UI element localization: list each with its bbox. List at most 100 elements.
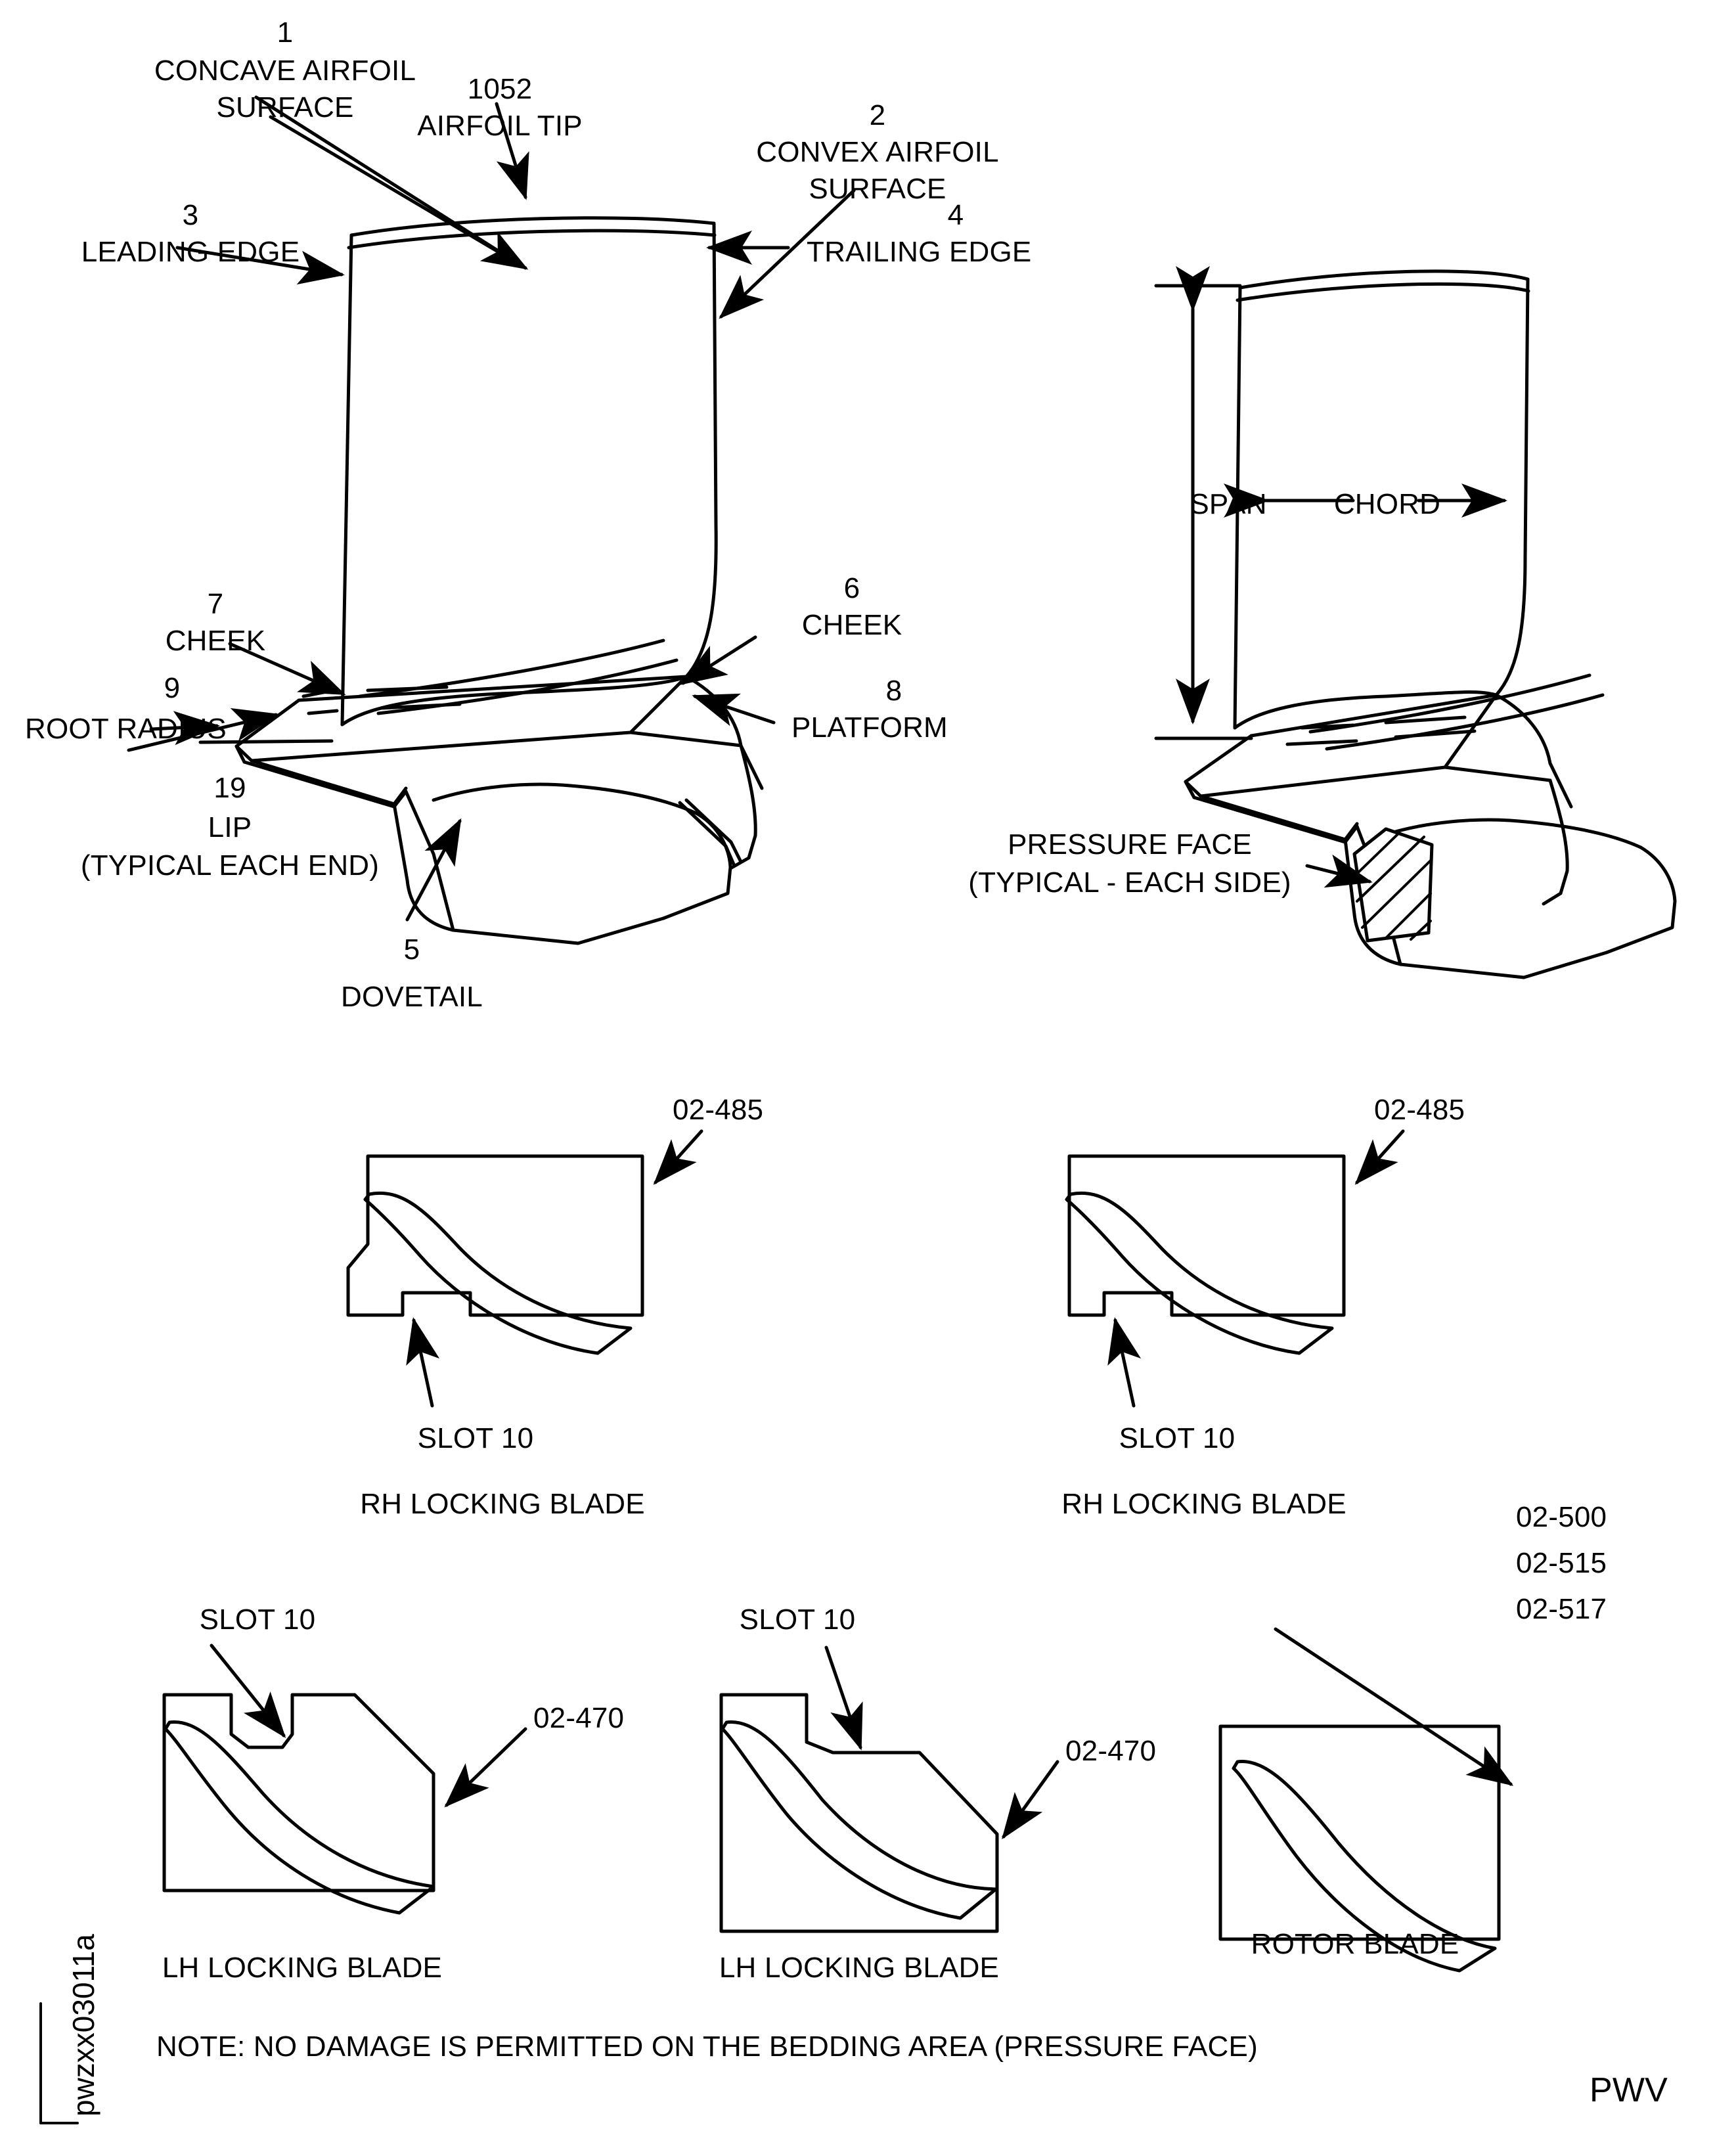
leader-platform bbox=[692, 693, 776, 727]
leader-dovetail bbox=[405, 818, 462, 922]
lh-left-outline bbox=[162, 1693, 435, 1892]
dim-dovetail-top-curve bbox=[1381, 818, 1643, 849]
dim-dovetail-left-inner bbox=[1355, 824, 1402, 966]
main-blade-tip-top bbox=[349, 216, 716, 237]
platform-thickness-left bbox=[234, 744, 246, 764]
fillet-curve-2 bbox=[376, 658, 679, 715]
dim-dovetail-bottom bbox=[1398, 951, 1609, 979]
dim-platform-thickness bbox=[1184, 780, 1196, 799]
callout-platform-label: PLATFORM bbox=[791, 711, 948, 744]
rh-right-pn-leader bbox=[1354, 1129, 1405, 1185]
rotor-outline bbox=[1218, 1724, 1501, 1941]
callout-root-label: ROOT RADIUS bbox=[25, 713, 227, 745]
platform-dash-c bbox=[307, 709, 339, 715]
dovetail-bottom bbox=[451, 916, 665, 945]
lh-left-slot-label: SLOT 10 bbox=[199, 1603, 316, 1636]
dovetail-right-face bbox=[661, 811, 732, 920]
lh-mid-pn-leader bbox=[1002, 1760, 1059, 1840]
dovetail-top-curve bbox=[432, 782, 698, 815]
rh-right-caption: RH LOCKING BLADE bbox=[1061, 1488, 1347, 1520]
rh-left-outline bbox=[346, 1154, 644, 1317]
callout-dovetail-label: DOVETAIL bbox=[341, 981, 483, 1013]
callout-lip-number: 19 bbox=[213, 772, 246, 804]
callout-convex-number: 2 bbox=[869, 99, 886, 131]
rh-right-airfoil bbox=[1065, 1191, 1334, 1355]
platform-top-face bbox=[250, 675, 688, 763]
unused bbox=[525, 197, 678, 256]
lh-mid-slot-leader bbox=[824, 1646, 863, 1751]
rh-left-slot-label: SLOT 10 bbox=[417, 1422, 534, 1454]
callout-cheek6-number: 6 bbox=[843, 572, 860, 604]
dim-dovetail-left bbox=[1343, 838, 1402, 966]
rotor-caption: ROTOR BLADE bbox=[1251, 1928, 1459, 1960]
rh-left-caption: RH LOCKING BLADE bbox=[360, 1488, 645, 1520]
dim-blade-trailing-edge bbox=[1494, 277, 1530, 697]
callout-convex-line2: SURFACE bbox=[809, 173, 946, 205]
lh-left-slot-leader bbox=[210, 1644, 286, 1738]
main-blade-trailing-edge bbox=[684, 221, 718, 679]
dovetail-ridge-a bbox=[678, 801, 736, 868]
section-rotor-blade bbox=[1218, 1627, 1514, 1973]
dim-fillet-1 bbox=[1308, 673, 1591, 734]
lh-left-part-number: 02-470 bbox=[533, 1702, 625, 1734]
lh-left-pn-leader bbox=[444, 1727, 527, 1808]
lh-middle-part-number: 02-470 bbox=[1065, 1735, 1157, 1767]
callout-lip-sublabel: (TYPICAL EACH END) bbox=[80, 849, 380, 882]
rh-right-slot-leader bbox=[1107, 1317, 1142, 1408]
dim-platform-top bbox=[1199, 693, 1498, 798]
section-lh-left bbox=[162, 1644, 527, 1915]
platform-front-corner bbox=[392, 786, 408, 806]
rotor-pn-leader bbox=[1274, 1627, 1514, 1786]
rh-left-pn-leader bbox=[653, 1129, 703, 1185]
callout-concave-line1: CONCAVE AIRFOIL bbox=[154, 55, 416, 87]
leader-pressure-face bbox=[1305, 854, 1373, 888]
pressure-face-region bbox=[1352, 827, 1434, 943]
platform-right-edge bbox=[629, 730, 743, 748]
callout-trailing-label: TRAILING EDGE bbox=[807, 236, 1032, 268]
dim-platform-right-sweep bbox=[1494, 693, 1573, 809]
platform-left-edge bbox=[234, 698, 396, 806]
diagram-note: NOTE: NO DAMAGE IS PERMITTED ON THE BEDD… bbox=[156, 2030, 1258, 2063]
callout-cheek7-label: CHEEK bbox=[165, 625, 266, 657]
lh-mid-airfoil bbox=[721, 1720, 998, 1920]
dovetail-left-face bbox=[392, 802, 455, 932]
sheet-code: pwzxx03011a bbox=[66, 1934, 100, 2116]
callout-convex-line1: CONVEX AIRFOIL bbox=[756, 136, 999, 168]
rotor-part-number-2: 02-515 bbox=[1516, 1547, 1607, 1579]
dim-platform-front-corner bbox=[1343, 822, 1359, 841]
fillet-curve-1 bbox=[358, 638, 665, 698]
callout-trailing-number: 4 bbox=[947, 199, 964, 231]
dim-platform-back bbox=[1249, 693, 1498, 738]
platform-right-sweep bbox=[684, 675, 764, 790]
callout-concave-line2: SURFACE bbox=[216, 91, 354, 123]
rotor-part-number-1: 02-500 bbox=[1516, 1501, 1607, 1533]
dovetail-ridge-b bbox=[684, 798, 743, 864]
callout-cheek6-label: CHEEK bbox=[801, 609, 902, 641]
chord-label: CHORD bbox=[1333, 488, 1441, 520]
dim-dovetail-right bbox=[1605, 845, 1677, 954]
rh-left-airfoil bbox=[363, 1191, 633, 1355]
platform-back-edge bbox=[297, 675, 688, 702]
rh-left-part-number: 02-485 bbox=[673, 1094, 764, 1126]
main-blade-leading-edge bbox=[340, 233, 353, 727]
platform-dash-a bbox=[301, 690, 328, 698]
dim-fillet-2 bbox=[1325, 693, 1605, 751]
dim-blade-tip-top bbox=[1238, 269, 1530, 290]
callout-platform-number: 8 bbox=[885, 675, 902, 707]
rh-right-outline bbox=[1067, 1154, 1346, 1317]
rh-right-part-number: 02-485 bbox=[1374, 1094, 1465, 1126]
callout-cheek7-number: 7 bbox=[207, 588, 224, 620]
dim-platform-dash-a bbox=[1300, 723, 1355, 730]
lh-left-caption: LH LOCKING BLADE bbox=[162, 1952, 443, 1984]
callout-tip-label: AIRFOIL TIP bbox=[417, 110, 583, 142]
section-rh-right bbox=[1065, 1129, 1405, 1408]
dim-blade-tip-bottom bbox=[1235, 282, 1530, 302]
platform-dash-b bbox=[366, 685, 449, 692]
lh-middle-slot-label: SLOT 10 bbox=[739, 1603, 856, 1636]
main-blade-tip-bottom bbox=[347, 229, 717, 250]
section-lh-middle bbox=[719, 1646, 1059, 1933]
dim-platform-left bbox=[1184, 734, 1347, 841]
dim-blade-root-front bbox=[1233, 690, 1498, 730]
